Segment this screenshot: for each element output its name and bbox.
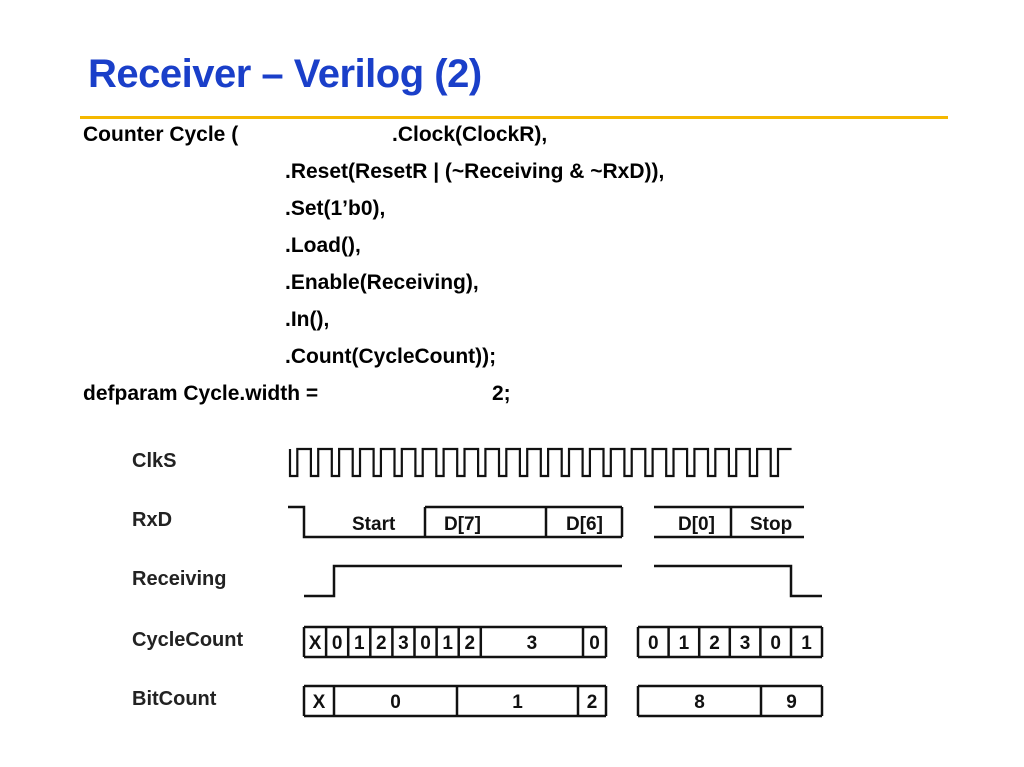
rxd-label-start: Start [352, 514, 396, 535]
cyclecount-left-value: 3 [398, 633, 409, 654]
cyclecount-right-value: 0 [648, 633, 659, 654]
clks-trace [288, 447, 792, 478]
title-divider [80, 116, 948, 119]
code-line-8-value: 2; [492, 382, 511, 405]
cyclecount-left-value: 0 [420, 633, 431, 654]
receiving-waveform [304, 564, 822, 598]
signal-label-receiving: Receiving [132, 568, 227, 590]
cyclecount-left-value: 3 [527, 633, 538, 654]
bitcount-right-value: 8 [694, 692, 705, 713]
code-line-4: .Load(), [285, 234, 361, 257]
bitcount-left-value: 2 [587, 692, 598, 713]
cyclecount-left-value: X [309, 633, 322, 654]
code-line-5: .Enable(Receiving), [285, 271, 479, 294]
bitcount-left-value: 1 [512, 692, 523, 713]
bitcount-left-value: 0 [390, 692, 401, 713]
rxd-label-stop: Stop [750, 514, 792, 535]
cyclecount-right-value: 3 [740, 633, 751, 654]
code-line-1-prefix: Counter Cycle ( [83, 123, 239, 146]
clks-waveform [288, 447, 792, 478]
cyclecount-left-value: 2 [464, 633, 475, 654]
cyclecount-left-value: 0 [332, 633, 343, 654]
cyclecount-right-value: 0 [770, 633, 781, 654]
rxd-labels: Start D[7] D[6] D[0] Stop [352, 514, 792, 535]
signal-label-rxd: RxD [132, 509, 173, 531]
code-line-3: .Set(1’b0), [285, 197, 386, 220]
rxd-label-d0: D[0] [678, 514, 715, 535]
cyclecount-left-value: 0 [589, 633, 600, 654]
signal-label-clks: ClkS [132, 450, 177, 472]
code-line-1-arg: .Clock(ClockR), [392, 123, 548, 146]
slide-title: Receiver – Verilog (2) [88, 52, 482, 96]
bitcount-right-value: 9 [786, 692, 797, 713]
bitcount-bus: X 0 1 2 8 9 [302, 684, 824, 718]
code-line-6: .In(), [285, 308, 330, 331]
bitcount-left-value: X [313, 692, 326, 713]
cyclecount-right-value: 2 [709, 633, 720, 654]
code-line-8-prefix: defparam Cycle.width = [83, 382, 319, 405]
signal-label-bitcount: BitCount [132, 688, 217, 710]
rxd-label-d6: D[6] [566, 514, 603, 535]
code-line-7: .Count(CycleCount)); [285, 345, 497, 368]
cyclecount-right-value: 1 [679, 633, 690, 654]
signal-label-cyclecount: CycleCount [132, 629, 244, 651]
cyclecount-left-value: 1 [354, 633, 365, 654]
code-line-2: .Reset(ResetR | (~Receiving & ~RxD)), [285, 160, 665, 183]
rxd-waveform [288, 505, 804, 539]
cyclecount-left-value: 1 [442, 633, 453, 654]
cyclecount-right-value: 1 [801, 633, 812, 654]
rxd-label-d7: D[7] [444, 514, 481, 535]
cyclecount-left-value: 2 [376, 633, 387, 654]
